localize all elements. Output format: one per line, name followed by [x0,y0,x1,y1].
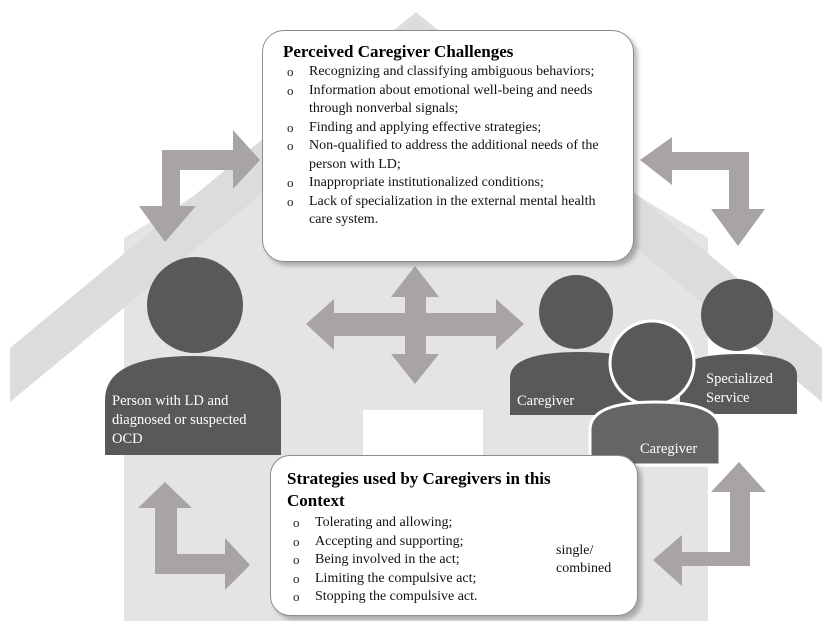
challenge-item: Finding and applying effective strategie… [281,119,615,138]
top-left-arrow [139,130,260,242]
specialized-service-figure [680,279,797,414]
strategy-item: Being involved in the act; [287,551,527,570]
challenge-item: Inappropriate institutionalized conditio… [281,174,615,193]
house-window [363,410,483,455]
bottom-left-arrow [138,482,250,590]
person-figure [105,257,281,455]
caregiver-2-label: Caregiver [640,441,698,457]
bottom-right-arrow [653,462,766,586]
challenges-list: Recognizing and classifying ambiguous be… [281,63,615,230]
strategy-item: Stopping the compulsive act. [287,588,527,607]
top-right-arrow [640,137,765,246]
strategies-title: Strategies used by Caregivers in this Co… [287,469,551,510]
strategies-list: Tolerating and allowing; Accepting and s… [287,514,527,607]
four-way-arrow [306,266,524,384]
challenge-item: Lack of specialization in the external m… [281,193,615,230]
challenge-item: Non-qualified to address the additional … [281,137,615,174]
challenges-box: Perceived Caregiver Challenges Recognizi… [262,30,634,262]
challenge-item: Recognizing and classifying ambiguous be… [281,63,615,82]
person-label: Person with LD and diagnosed or suspecte… [112,393,247,447]
strategy-item: Accepting and supporting; [287,533,527,552]
specialized-service-label: Specialized Service [706,371,773,406]
strategies-box: Strategies used by Caregivers in this Co… [270,455,638,616]
challenges-title: Perceived Caregiver Challenges [283,42,514,61]
caregiver-2-figure [588,319,722,467]
bracket-label: single/ combined [556,543,612,576]
strategy-item: Tolerating and allowing; [287,514,527,533]
strategy-item: Limiting the compulsive act; [287,570,527,589]
challenge-item: Information about emotional well-being a… [281,82,615,119]
caregiver-1-label: Caregiver [517,393,575,409]
